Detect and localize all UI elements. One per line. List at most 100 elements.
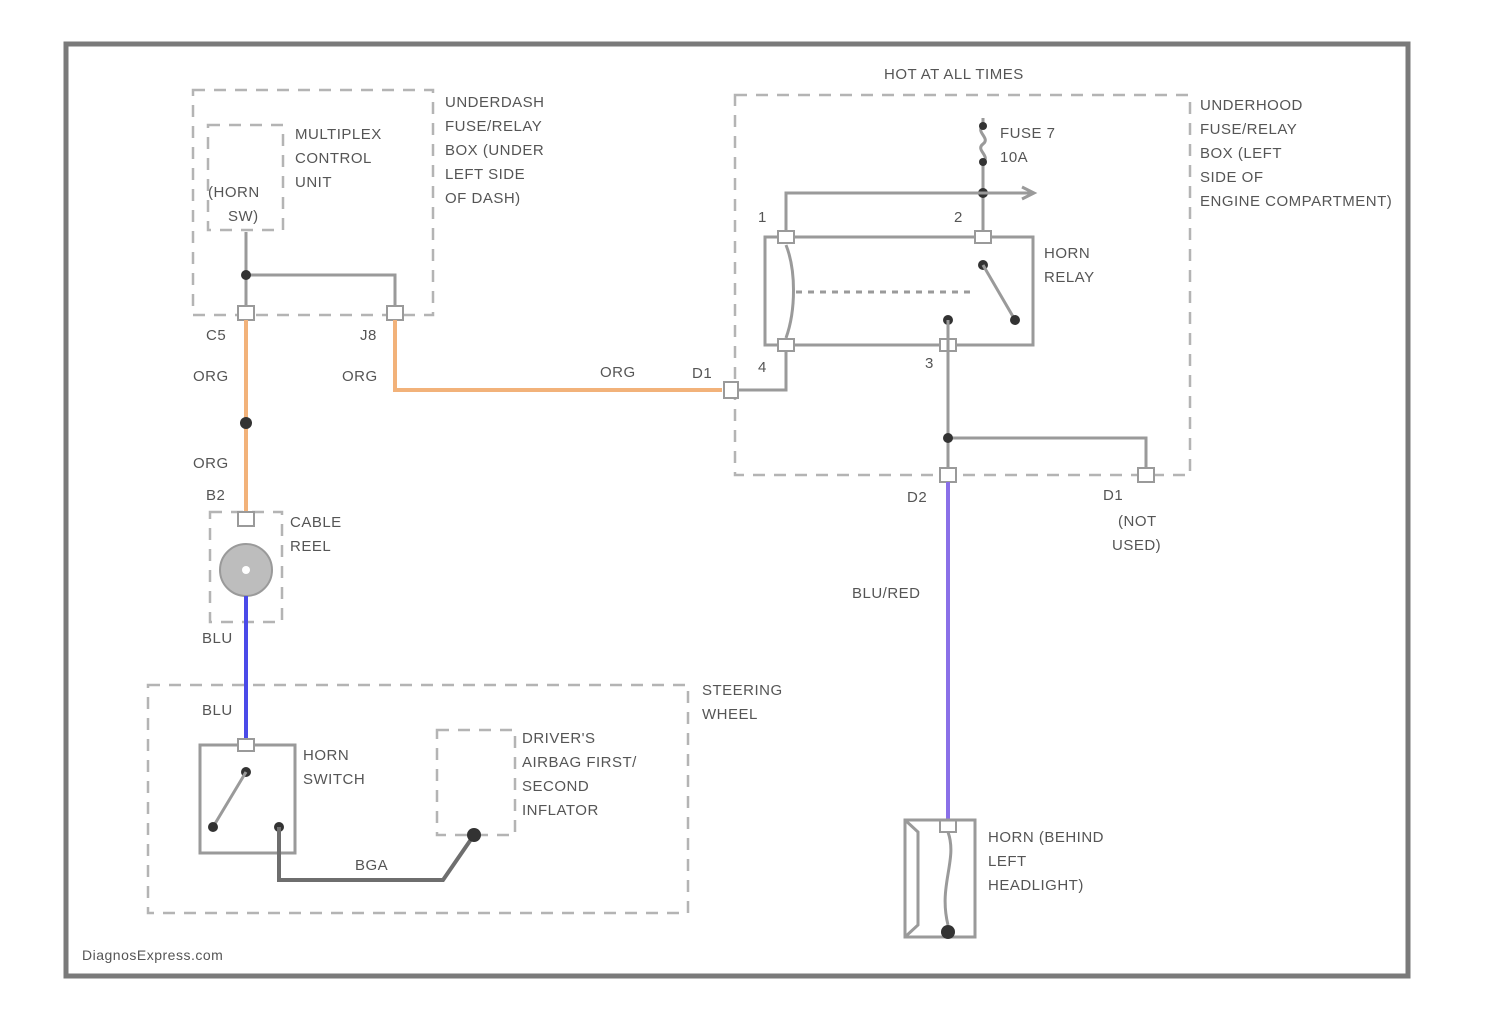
- svg-text:SECOND: SECOND: [522, 778, 589, 795]
- svg-text:UNDERHOOD: UNDERHOOD: [1200, 97, 1303, 114]
- ground-terminal: [467, 828, 481, 842]
- horn-ground-terminal: [941, 925, 955, 939]
- svg-text:USED): USED): [1112, 537, 1161, 554]
- wire-blu-red-label: BLU/RED: [852, 585, 921, 602]
- underdash-box-label: UNDERDASH FUSE/RELAY BOX (UNDER LEFT SID…: [445, 94, 545, 207]
- svg-text:BOX (LEFT: BOX (LEFT: [1200, 145, 1282, 162]
- connector-d2-label: D2: [907, 489, 927, 506]
- wire-org-label: ORG: [342, 368, 378, 385]
- relay-pin-1-label: 1: [758, 209, 767, 226]
- connector-c5-label: C5: [206, 327, 226, 344]
- svg-text:DRIVER'S: DRIVER'S: [522, 730, 596, 747]
- relay-pin-4-label: 4: [758, 359, 767, 376]
- splice-dot: [240, 417, 252, 429]
- svg-text:LEFT SIDE: LEFT SIDE: [445, 166, 525, 183]
- svg-text:CABLE: CABLE: [290, 514, 342, 531]
- horn-switch-pin: [238, 739, 254, 751]
- connector-pin-d1-right: [1138, 468, 1154, 482]
- svg-text:HORN (BEHIND: HORN (BEHIND: [988, 829, 1104, 846]
- relay-pin-1: [778, 231, 794, 243]
- cable-reel-pin: [238, 512, 254, 526]
- splice-dot: [943, 433, 953, 443]
- svg-text:HORN: HORN: [1044, 245, 1090, 262]
- horn-relay-body: [765, 237, 1033, 345]
- fuse-terminal: [979, 158, 987, 166]
- relay-pin-2-label: 2: [954, 209, 963, 226]
- horn-sw-input-label: (HORN SW): [208, 184, 260, 225]
- horn-relay-label: HORN RELAY: [1044, 245, 1095, 286]
- connector-d1-label: D1: [692, 365, 712, 382]
- svg-text:UNDERDASH: UNDERDASH: [445, 94, 545, 111]
- svg-text:WHEEL: WHEEL: [702, 706, 758, 723]
- relay-contact: [1010, 315, 1020, 325]
- connector-pin-j8: [387, 306, 403, 320]
- horn-switch-lever: [213, 772, 246, 827]
- svg-text:FUSE/RELAY: FUSE/RELAY: [1200, 121, 1297, 138]
- airbag-inflator-label: DRIVER'S AIRBAG FIRST/ SECOND INFLATOR: [522, 730, 637, 819]
- horn-switch-label: HORN SWITCH: [303, 747, 365, 788]
- relay-pin-3-label: 3: [925, 355, 934, 372]
- svg-text:FUSE/RELAY: FUSE/RELAY: [445, 118, 542, 135]
- airbag-inflator-box: [437, 730, 515, 835]
- horn-switch-contact: [208, 822, 218, 832]
- svg-text:MULTIPLEX: MULTIPLEX: [295, 126, 382, 143]
- svg-text:OF DASH): OF DASH): [445, 190, 521, 207]
- steering-wheel-label: STEERING WHEEL: [702, 682, 783, 723]
- svg-text:ENGINE COMPARTMENT): ENGINE COMPARTMENT): [1200, 193, 1392, 210]
- svg-text:INFLATOR: INFLATOR: [522, 802, 599, 819]
- svg-text:HEADLIGHT): HEADLIGHT): [988, 877, 1084, 894]
- wire-org-j8-to-horn-relay: [395, 320, 722, 390]
- underhood-feed-wire: [786, 193, 1032, 235]
- wire-blu-label: BLU: [202, 702, 233, 719]
- connector-pin-d2: [940, 468, 956, 482]
- relay-pin-4: [778, 339, 794, 351]
- fuse-terminal: [979, 122, 987, 130]
- hot-at-all-times-label: HOT AT ALL TIMES: [884, 66, 1024, 83]
- svg-text:CONTROL: CONTROL: [295, 150, 372, 167]
- wire-org-label: ORG: [600, 364, 636, 381]
- wire-blu-label: BLU: [202, 630, 233, 647]
- wire-org-label: ORG: [193, 368, 229, 385]
- multiplex-control-unit-label: MULTIPLEX CONTROL UNIT: [295, 126, 382, 191]
- connector-pin-c5: [238, 306, 254, 320]
- horn-symbol: [905, 820, 975, 937]
- connector-pin-d1: [724, 382, 738, 398]
- connector-d1-right-label: D1: [1103, 487, 1123, 504]
- horn-pin: [940, 820, 956, 832]
- watermark: DiagnosExpress.com: [82, 947, 223, 963]
- horn-coil: [945, 832, 951, 925]
- cable-reel-hub: [242, 566, 250, 574]
- svg-text:RELAY: RELAY: [1044, 269, 1095, 286]
- cable-reel-label: CABLE REEL: [290, 514, 342, 555]
- svg-text:(NOT: (NOT: [1118, 513, 1157, 530]
- connector-j8-label: J8: [360, 327, 377, 344]
- svg-text:BOX (UNDER: BOX (UNDER: [445, 142, 544, 159]
- svg-text:FUSE 7: FUSE 7: [1000, 125, 1056, 142]
- horn-relay-coil: [786, 245, 794, 338]
- underhood-box-label: UNDERHOOD FUSE/RELAY BOX (LEFT SIDE OF E…: [1200, 97, 1392, 210]
- svg-text:SWITCH: SWITCH: [303, 771, 365, 788]
- horn-relay-switch-arm: [983, 265, 1015, 320]
- not-used-label: (NOT USED): [1112, 513, 1161, 554]
- fuse-7-symbol: [981, 118, 986, 235]
- svg-text:LEFT: LEFT: [988, 853, 1027, 870]
- wire-org-label: ORG: [193, 455, 229, 472]
- svg-text:HORN: HORN: [303, 747, 349, 764]
- svg-text:SW): SW): [228, 208, 259, 225]
- svg-text:STEERING: STEERING: [702, 682, 783, 699]
- connector-b2-label: B2: [206, 487, 225, 504]
- svg-text:10A: 10A: [1000, 149, 1028, 166]
- splice-dot: [241, 270, 251, 280]
- svg-text:(HORN: (HORN: [208, 184, 260, 201]
- wire-ground-label: BGA: [355, 857, 388, 874]
- svg-text:UNIT: UNIT: [295, 174, 332, 191]
- svg-text:AIRBAG FIRST/: AIRBAG FIRST/: [522, 754, 637, 771]
- svg-text:SIDE OF: SIDE OF: [1200, 169, 1264, 186]
- horn-label: HORN (BEHIND LEFT HEADLIGHT): [988, 829, 1104, 894]
- underdash-internal-wire: [246, 232, 395, 315]
- underhood-fuse-relay-box: [735, 95, 1190, 475]
- relay-pin-2: [975, 231, 991, 243]
- svg-text:REEL: REEL: [290, 538, 331, 555]
- relay-output-wire: [948, 320, 1146, 470]
